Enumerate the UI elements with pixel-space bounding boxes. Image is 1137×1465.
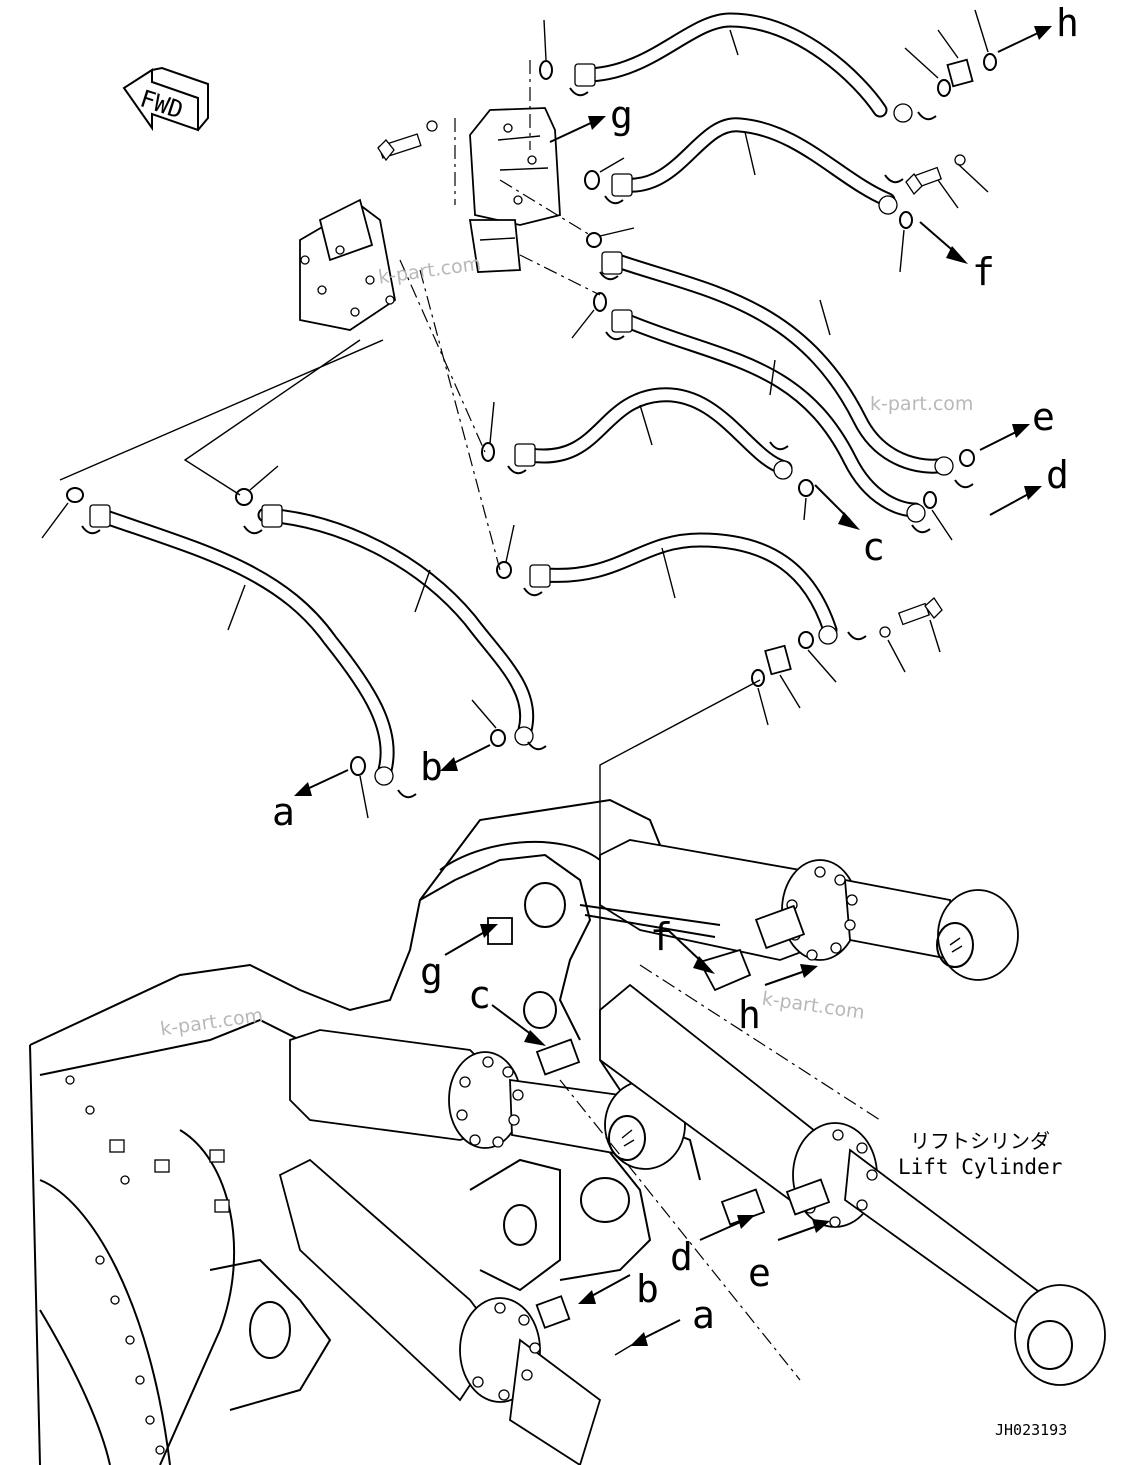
callout-a-bottom: a	[692, 1293, 715, 1337]
callout-g-top: g	[610, 93, 633, 137]
component-label-jp: リフトシリンダ	[910, 1129, 1050, 1153]
callout-c-bottom: c	[468, 973, 491, 1017]
watermark-4: k-part.com	[761, 988, 867, 1024]
callout-f-bottom: f	[650, 915, 673, 959]
callout-e-bottom: e	[748, 1251, 771, 1295]
hydraulic-hoses	[92, 12, 953, 778]
part-leaders	[41, 9, 989, 819]
loader-frame	[29, 798, 701, 1465]
drawing-number: JH023193	[995, 1421, 1067, 1439]
fittings-and-orings	[66, 53, 997, 799]
lift-cylinders	[278, 839, 1106, 1465]
watermark-1: k-part.com	[377, 253, 483, 289]
hose-leaders	[227, 29, 831, 631]
valve-manifold-block	[299, 107, 561, 331]
callout-b-top: b	[420, 745, 443, 789]
fwd-direction-arrow: FWD	[122, 66, 209, 132]
component-label-en: Lift Cylinder	[898, 1155, 1062, 1179]
callout-d-bottom: d	[670, 1235, 693, 1279]
callout-d-top: d	[1046, 453, 1069, 497]
callout-b-bottom: b	[636, 1267, 659, 1311]
callout-arrows	[294, 26, 1052, 1356]
callout-e-top: e	[1032, 395, 1055, 439]
callout-g-bottom: g	[420, 950, 443, 994]
watermark-2: k-part.com	[870, 393, 973, 415]
callout-labels: g h f e d c a b g c f h d e b a	[272, 1, 1079, 1337]
callout-a-top: a	[272, 790, 295, 834]
callout-c-top: c	[862, 525, 885, 569]
callout-h-top: h	[1056, 1, 1079, 45]
callout-f-top: f	[972, 250, 995, 294]
assembly-centerlines	[59, 60, 761, 1050]
watermark-3: k-part.com	[159, 1004, 265, 1040]
callout-h-bottom: h	[738, 993, 761, 1037]
